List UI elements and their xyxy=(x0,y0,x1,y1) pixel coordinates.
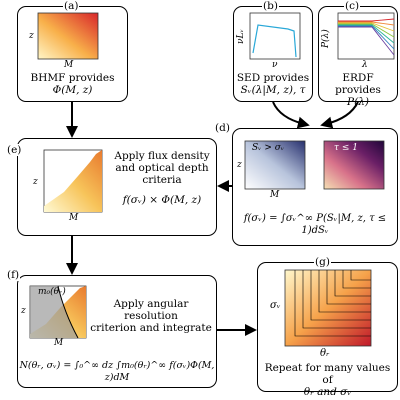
panel-e-text: Apply flux density and optical depth cri… xyxy=(110,150,214,186)
panel-b-label: (b) xyxy=(262,0,279,12)
panel-d-ylabel: z xyxy=(237,160,242,170)
panel-g-label: (g) xyxy=(314,256,331,268)
panel-a-caption-line2: Φ(M, z) xyxy=(52,84,93,96)
panel-c-xlabel: λ xyxy=(362,60,368,70)
panel-g-caption: Repeat for many values of θᵣ and σᵥ xyxy=(258,362,397,398)
contour-lines xyxy=(294,270,371,337)
panel-c-plot xyxy=(337,12,395,60)
panel-c-label: (c) xyxy=(344,0,361,12)
panel-g-xlabel: θᵣ xyxy=(320,348,330,359)
arrow-b-to-d xyxy=(272,101,310,129)
panel-f-text-line1: Apply angular resolution xyxy=(113,298,189,322)
panel-f-text-line2: criterion and integrate xyxy=(90,322,212,334)
panel-f-ylabel: z xyxy=(21,306,26,316)
panel-a-xlabel: M xyxy=(64,60,74,70)
panel-f-plot-label: m₀(θᵣ) xyxy=(38,287,66,297)
panel-b-caption-line1: SED provides xyxy=(236,72,310,84)
panel-e-text-line2: and optical depth xyxy=(115,162,209,174)
panel-f-equation: N(θᵣ, σᵥ) = ∫₀^∞ dz ∫m₀(θᵣ)^∞ f(σᵥ)Φ(M, … xyxy=(19,360,215,383)
panel-e-plot xyxy=(43,149,103,213)
panel-e-text-line1: Apply flux density xyxy=(114,150,210,162)
panel-d-plot2-title: τ ≤ 1 xyxy=(334,143,358,153)
panel-a-ylabel: z xyxy=(29,31,34,41)
panel-d-plot1 xyxy=(244,140,306,190)
panel-b-caption-line2: Sᵥ(λ|M, z), τ xyxy=(240,84,306,96)
panel-g-ylabel: σᵥ xyxy=(270,300,281,311)
panel-f-text: Apply angular resolution criterion and i… xyxy=(86,298,216,334)
panel-b-xlabel: ν xyxy=(272,60,278,70)
panel-d-xlabel: M xyxy=(270,190,280,200)
panel-b-caption: SED provides Sᵥ(λ|M, z), τ xyxy=(234,72,312,96)
panel-g-caption-line1: Repeat for many values of xyxy=(264,362,391,386)
panel-e-equation: f(σᵥ) × Φ(M, z) xyxy=(122,194,202,206)
panel-d-label: (d) xyxy=(214,122,231,134)
panel-g-caption-line2: θᵣ and σᵥ xyxy=(303,386,352,398)
sed-curve xyxy=(252,24,297,58)
panel-d-plot1-title: Sᵥ > σᵥ xyxy=(252,143,285,153)
arrow-c-to-d xyxy=(320,101,359,129)
panel-b-plot xyxy=(249,12,301,60)
panel-d-plot2 xyxy=(323,140,385,190)
panel-a-caption-line1: BHMF provides xyxy=(30,72,115,84)
panel-f-xlabel: M xyxy=(54,338,64,348)
panel-c-caption-line1: ERDF provides xyxy=(335,72,381,96)
panel-e-xlabel: M xyxy=(69,213,79,223)
panel-e-text-line3: criteria xyxy=(142,174,182,186)
panel-e-ylabel: z xyxy=(33,177,38,187)
panel-e-label: (e) xyxy=(6,144,23,156)
panel-d-equation: f(σᵥ) = ∫σᵥ^∞ P(Sᵥ|M, z, τ ≤ 1)dSᵥ xyxy=(243,213,387,236)
panel-a-label: (a) xyxy=(63,0,80,12)
erdf-curves xyxy=(338,18,395,56)
panel-f-label: (f) xyxy=(6,269,21,281)
panel-a-plot xyxy=(37,12,99,60)
panel-a-caption: BHMF provides Φ(M, z) xyxy=(20,72,125,96)
panel-g-plot xyxy=(284,269,372,347)
panel-f-plot xyxy=(29,285,87,339)
